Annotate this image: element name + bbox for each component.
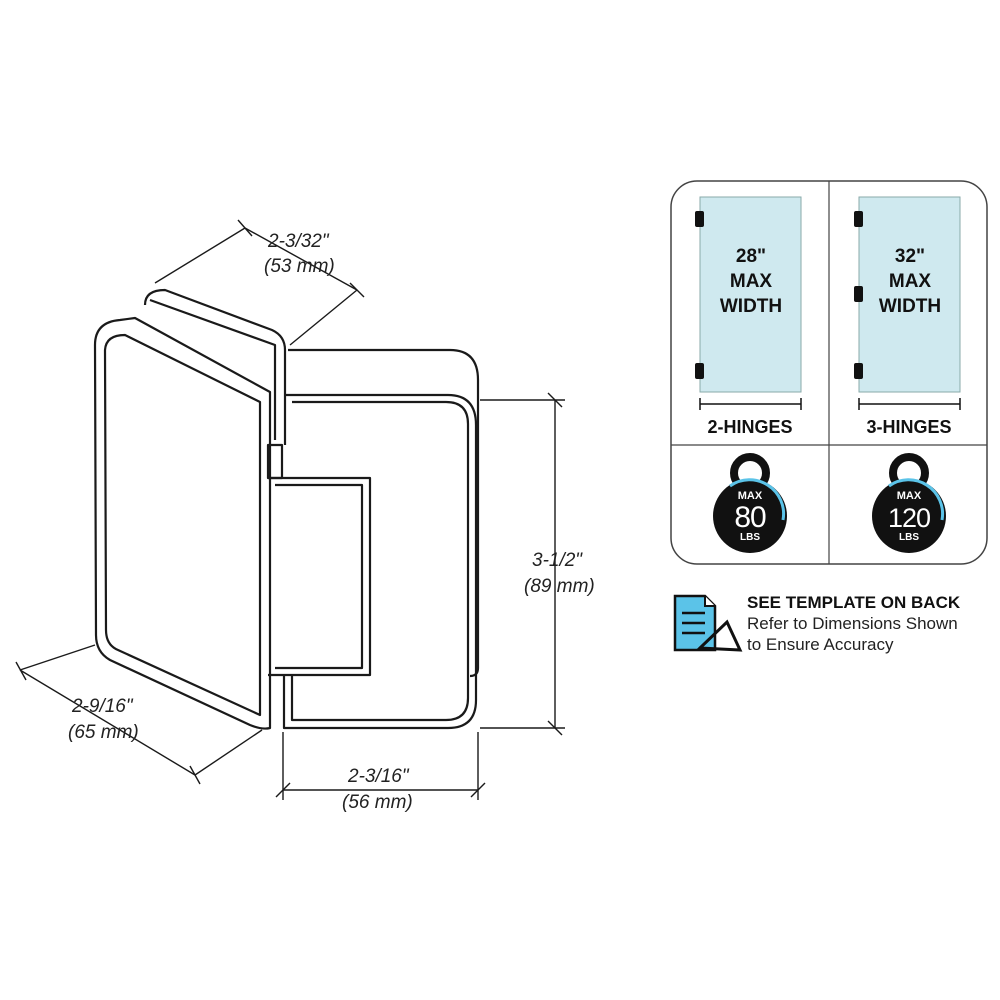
kettlebell-accent xyxy=(729,478,786,521)
template-heading: SEE TEMPLATE ON BACK xyxy=(747,593,961,612)
template-document-icon xyxy=(673,594,743,652)
right-plate-rear xyxy=(288,348,480,678)
template-line-1: Refer to Dimensions Shown xyxy=(747,614,958,633)
hinge-marker xyxy=(854,211,863,227)
weight-unit: LBS xyxy=(740,532,760,543)
hinge-marker xyxy=(695,211,704,227)
hinge-marker xyxy=(854,286,863,302)
weight-value: 120 xyxy=(888,503,930,533)
door-label-size: 28" xyxy=(736,246,766,267)
glass-door xyxy=(858,196,961,393)
height-imperial: 3-1/2" xyxy=(532,550,583,571)
door-label-size: 32" xyxy=(895,246,925,267)
width-right-metric: (56 mm) xyxy=(342,792,413,813)
weight-top: MAX xyxy=(897,490,922,502)
kettlebell-icon xyxy=(872,479,946,553)
height-metric: (89 mm) xyxy=(524,576,595,597)
door-label-line2: MAX xyxy=(730,271,773,292)
template-line-2: to Ensure Accuracy xyxy=(747,635,894,654)
depth-metric: (53 mm) xyxy=(264,256,335,277)
kettlebell-icon xyxy=(713,479,787,553)
weight-top: MAX xyxy=(738,490,763,502)
door-label-line3: WIDTH xyxy=(879,296,941,317)
kettlebell-accent xyxy=(888,478,945,521)
hinge-marker xyxy=(854,363,863,379)
hinge-drawing xyxy=(93,288,480,730)
glass-door xyxy=(699,196,802,393)
hinge-knuckle xyxy=(268,476,372,677)
door-label-line2: MAX xyxy=(889,271,932,292)
door-label-line3: WIDTH xyxy=(720,296,782,317)
left-plate xyxy=(93,316,272,730)
spec-panel: 28"MAXWIDTH2-HINGESMAX80LBS32"MAXWIDTH3-… xyxy=(670,180,988,565)
hinge-marker xyxy=(695,363,704,379)
right-plate-front xyxy=(282,393,478,730)
dimension-lines xyxy=(15,219,565,800)
weight-value: 80 xyxy=(734,501,766,534)
back-plate xyxy=(143,288,287,445)
width-right-imperial: 2-3/16" xyxy=(347,766,410,787)
hinge-pin xyxy=(266,443,284,480)
width-left-metric: (65 mm) xyxy=(68,722,139,743)
depth-imperial: 2-3/32" xyxy=(267,231,330,252)
template-note: SEE TEMPLATE ON BACK Refer to Dimensions… xyxy=(747,592,960,655)
hinges-label: 3-HINGES xyxy=(866,417,951,437)
width-left-imperial: 2-9/16" xyxy=(71,696,134,717)
weight-unit: LBS xyxy=(899,532,919,543)
hinges-label: 2-HINGES xyxy=(707,417,792,437)
